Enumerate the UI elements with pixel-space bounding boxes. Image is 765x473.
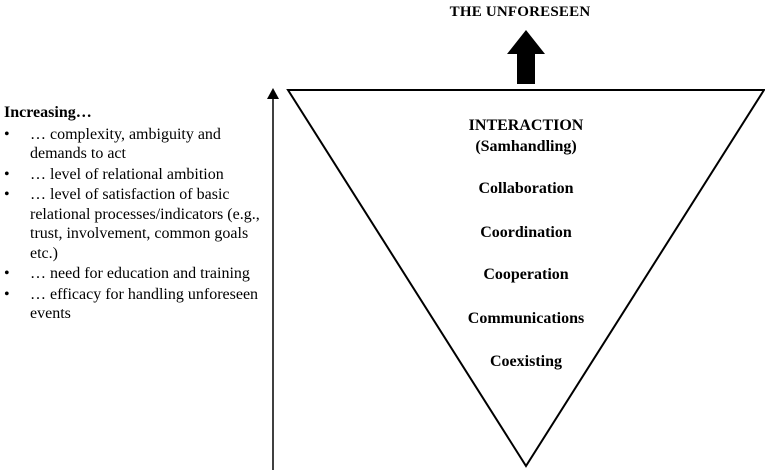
unforeseen-label: THE UNFORESEEN: [449, 4, 591, 20]
left-panel: Increasing… … complexity, ambiguity and …: [4, 103, 266, 325]
interaction-label: INTERACTION: [468, 117, 584, 134]
level-coordination: Coordination: [480, 224, 572, 241]
increase-arrow-head: [267, 88, 279, 99]
increasing-heading: Increasing…: [4, 104, 92, 121]
level-cooperation: Cooperation: [483, 266, 569, 283]
bullet-item: … efficacy for handling unforeseen event…: [4, 285, 266, 324]
level-coexisting: Coexisting: [490, 353, 562, 370]
bullet-list: … complexity, ambiguity and demands to a…: [4, 125, 266, 324]
bullet-item: … level of relational ambition: [4, 165, 266, 185]
bullet-item: … complexity, ambiguity and demands to a…: [4, 125, 266, 164]
bullet-item: … need for education and training: [4, 264, 266, 284]
bullet-item: … level of satisfaction of basic relatio…: [4, 185, 266, 263]
level-collaboration: Collaboration: [478, 180, 574, 197]
level-communications: Communications: [467, 310, 585, 327]
up-block-arrow: [507, 30, 545, 84]
samhandling-label: (Samhandling): [475, 138, 577, 155]
inverted-triangle: [286, 89, 765, 468]
